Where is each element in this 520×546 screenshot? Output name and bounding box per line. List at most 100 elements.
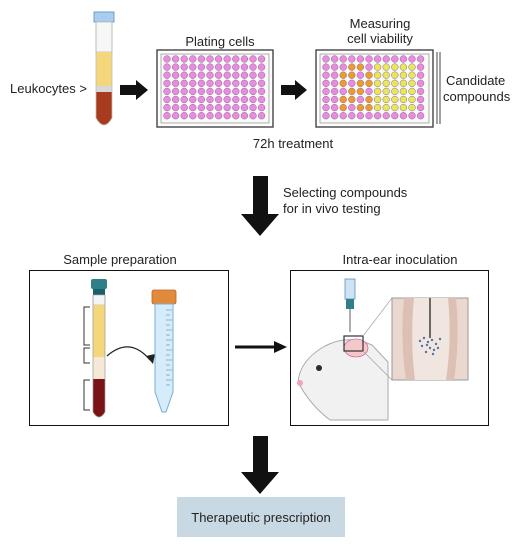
plate-well [171,95,180,104]
plate-well [232,87,240,96]
plate-well [171,63,180,71]
plate-well [382,103,390,112]
plate-well [356,95,365,104]
plate-well [391,55,399,63]
plate-well [373,95,382,104]
injected-cell [422,336,426,340]
plate-well [356,71,365,79]
plate-well [322,63,330,71]
plate-well [197,112,206,120]
plate-well [180,71,188,79]
plate-well [249,79,257,87]
plate-well [240,95,249,104]
plate-well [365,55,373,63]
plate-well [240,71,249,79]
plate-well [214,112,223,120]
plate-well [356,87,365,96]
plate-well [330,103,339,112]
plate-well [373,103,382,112]
plate-well [348,87,356,96]
plate-well [330,95,339,104]
plate-well [240,87,249,96]
plate-well [408,87,416,96]
plate-well [348,55,356,63]
plate-well [339,55,347,63]
plate-well [365,63,373,71]
plate-well [382,95,390,104]
plate-well [399,103,408,112]
plate-well [180,63,188,71]
plate-well [416,55,425,63]
plate-well [348,95,356,104]
plate-well [339,103,347,112]
plate-well [416,95,425,104]
plate-well [391,71,399,79]
plate-well [399,112,408,120]
plate-well [223,87,231,96]
plate-well [257,103,266,112]
selecting-line2: for in vivo testing [283,201,381,216]
plate-well [232,103,240,112]
plate-well [416,87,425,96]
plate-well [399,79,408,87]
plate-well [391,63,399,71]
plate-well [171,87,180,96]
plate-well [382,87,390,96]
plate-well [223,79,231,87]
plate-well [322,112,330,120]
plate-well [163,112,171,120]
plate-well [249,112,257,120]
plate-well [223,112,231,120]
therapeutic-prescription-box: Therapeutic prescription [177,497,345,537]
arrow-to-measuring [281,80,307,100]
selecting-line1: Selecting compounds [283,185,408,200]
plate-well [180,87,188,96]
plate-well [163,63,171,71]
plate-well [322,55,330,63]
plate-well [391,103,399,112]
plate-well [180,95,188,104]
plate-well [365,87,373,96]
plate-well [356,63,365,71]
plate-well [189,55,197,63]
plate-well [416,63,425,71]
injected-cell [424,350,428,354]
plate-well [348,71,356,79]
candidate-compounds-line2: compounds [443,89,511,104]
plate-well [197,71,206,79]
plate-well [223,95,231,104]
plate-well [206,87,214,96]
plate-well [373,71,382,79]
plate-well [382,63,390,71]
zoom-lines [362,297,393,381]
plate-well [399,95,408,104]
plate-well [249,71,257,79]
plate-well [382,79,390,87]
therapeutic-prescription-label: Therapeutic prescription [191,509,331,525]
leukocytes-label: Leukocytes > [10,81,87,96]
blood-tube [91,279,107,418]
plate-well [356,79,365,87]
injected-cell [426,340,430,344]
plate-well [356,55,365,63]
plate-well [214,63,223,71]
plate-well [206,55,214,63]
plate-well [180,79,188,87]
plate-well [365,71,373,79]
plate-well [373,55,382,63]
plate-well [322,71,330,79]
ear-tissue-zoom [391,297,469,381]
plate-well [391,95,399,104]
plate-well [163,71,171,79]
injected-cell [428,346,432,350]
plate-well [163,103,171,112]
plate-well [197,103,206,112]
plate-well [348,103,356,112]
plate-well [339,95,347,104]
plate-well [180,103,188,112]
plate-well [408,55,416,63]
plate-well [399,87,408,96]
plate-well [339,87,347,96]
plate-well [408,79,416,87]
